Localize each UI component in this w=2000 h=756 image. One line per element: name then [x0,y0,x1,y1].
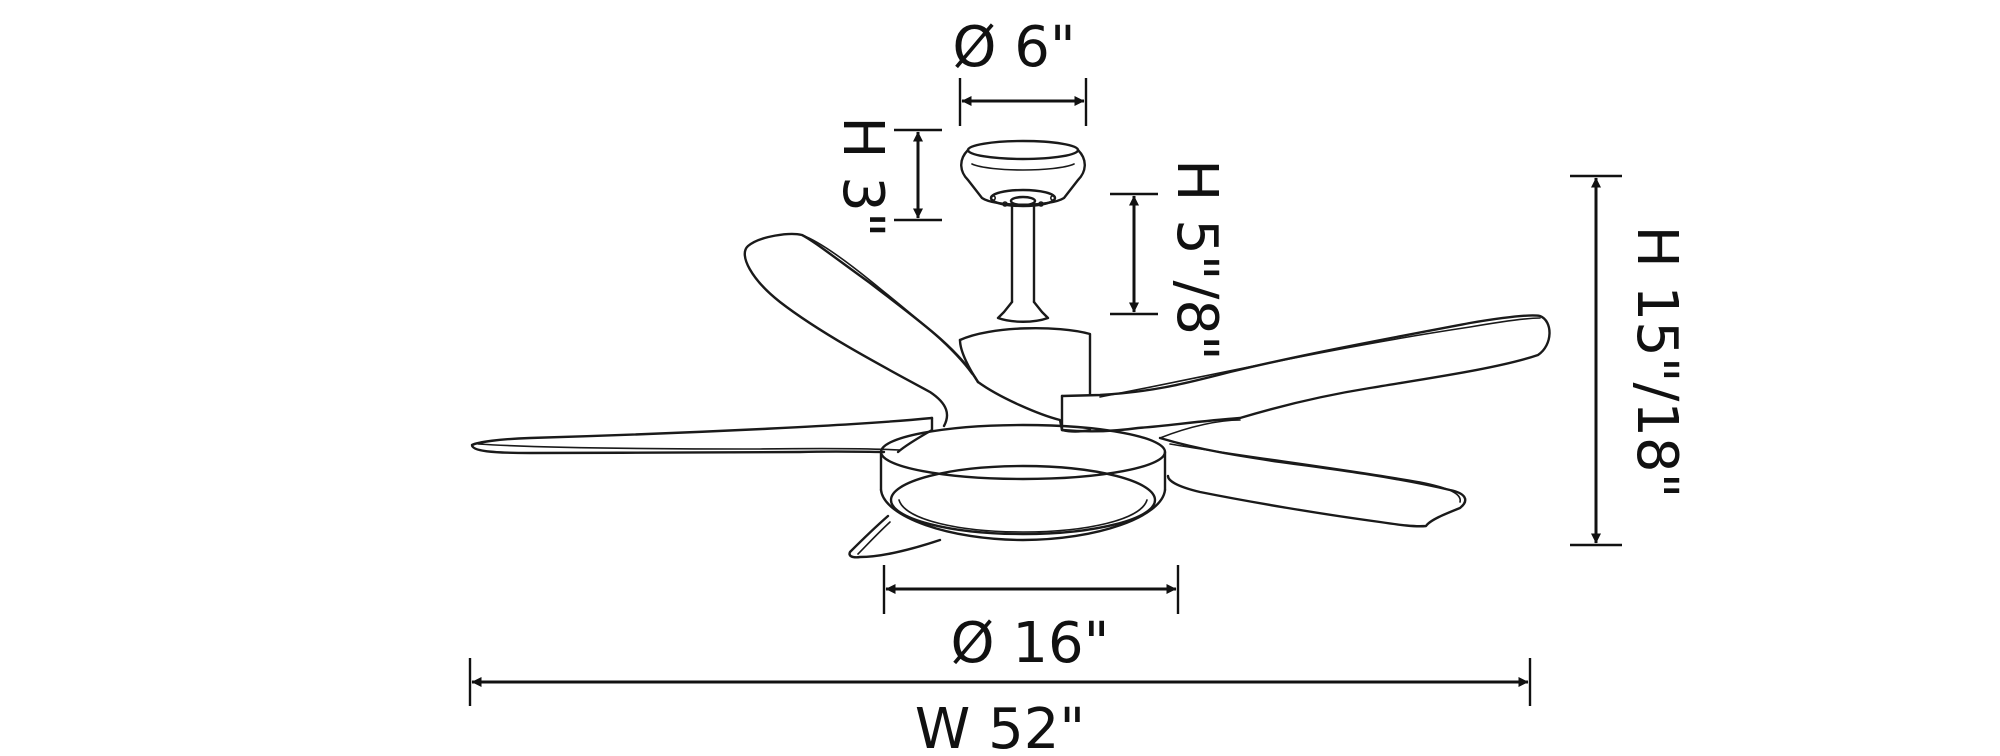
canopy-height-label: H 3" [830,116,895,237]
fan-blade-right-front [1158,419,1467,528]
total-height-label: H 15"/18" [1624,226,1689,499]
ceiling-fan-drawing [470,139,1551,559]
canopy-height-dimension: H 3" [830,116,942,238]
canopy-diameter-dimension: Ø 6" [952,15,1088,126]
led-light-ring [879,423,1167,542]
total-width-dimension: W 52" [468,658,1532,756]
downrod [996,201,1050,323]
fan-blade-front-left [848,514,942,559]
total-height-dimension: H 15"/18" [1570,174,1689,547]
downrod-height-label: H 5"/8" [1164,159,1229,361]
canopy-diameter-label: Ø 6" [952,15,1075,80]
ceiling-canopy [960,139,1086,208]
total-width-label: W 52" [915,697,1085,756]
light-diameter-label: Ø 16" [951,611,1110,676]
fan-blade-left [470,416,934,455]
light-diameter-dimension: Ø 16" [882,565,1180,676]
downrod-height-dimension: H 5"/8" [1110,159,1229,361]
motor-housing [958,326,1092,433]
fan-blade-back-left [743,232,980,428]
fan-blade-right-back [1060,314,1551,433]
